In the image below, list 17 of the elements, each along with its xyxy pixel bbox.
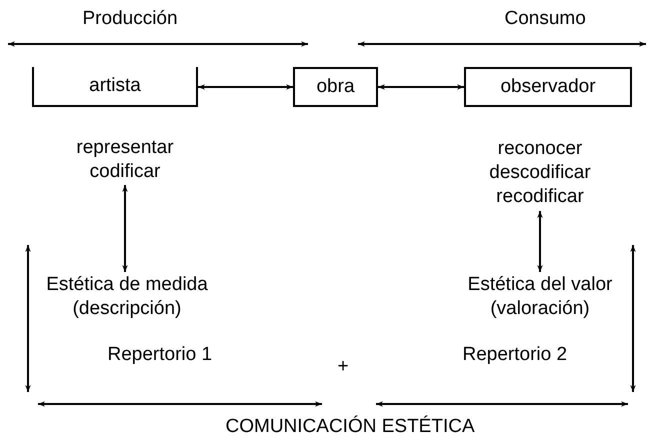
plus-sign: +: [338, 356, 349, 378]
double-arrow: [537, 211, 543, 272]
node-text: Estética de medida (descripción): [12, 272, 242, 322]
double-arrow: [198, 84, 293, 90]
process-box: observador: [464, 67, 632, 107]
section-heading: Consumo: [504, 8, 586, 30]
double-arrow: [378, 84, 464, 90]
double-arrow: [122, 185, 128, 272]
node-text: Estética del valor (valoración): [450, 272, 630, 322]
section-heading: Producción: [82, 8, 178, 30]
process-box: obra: [293, 67, 378, 107]
repertoire-label: Repertorio 1: [108, 344, 212, 366]
node-text: reconocer descodificar recodificar: [455, 135, 625, 211]
process-box: artista: [32, 67, 198, 107]
repertoire-label: Repertorio 2: [462, 344, 568, 366]
node-text: representar codificar: [50, 135, 200, 185]
caption-text: COMUNICACIÓN ESTÉTICA: [226, 416, 475, 438]
